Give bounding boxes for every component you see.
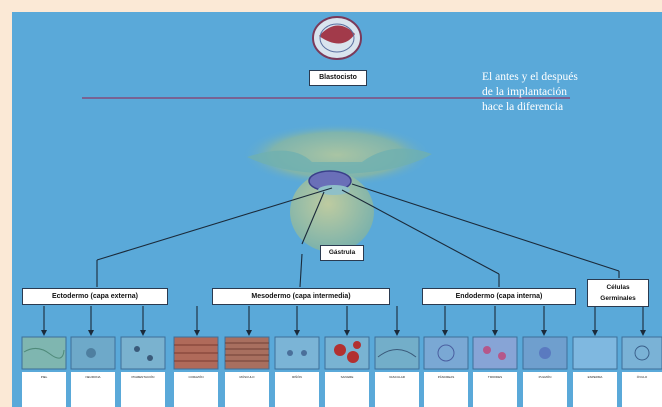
endoderm-label: Endodermo (capa interna): [422, 288, 576, 305]
tissue-label: ESPERMA: [573, 372, 617, 407]
tissue-label: SANGRE: [325, 372, 369, 407]
connector-lines: [96, 183, 620, 288]
mesoderm-label: Mesodermo (capa intermedia): [212, 288, 390, 305]
germ-cells-label: Células Germinales: [587, 279, 649, 307]
germ-cells-line-1: Células: [606, 284, 630, 291]
branch-lines: [43, 306, 644, 334]
gastrula-label: Gástrula: [320, 245, 364, 261]
tissue-label: TIROIDES: [473, 372, 517, 407]
embryo-image: [242, 123, 432, 252]
tissue-label: PIGMENTACIÓN: [121, 372, 165, 407]
arrowheads: [41, 330, 646, 336]
tissue-label: VASCULAR: [375, 372, 419, 407]
tissue-label: PÁNCREAS: [424, 372, 468, 407]
tissue-label: PIEL: [22, 372, 66, 407]
blastocyst-image: [312, 16, 362, 60]
note-line-3: hace la diferencia: [482, 101, 564, 113]
implantation-note: El antes y el después de la implantación…: [482, 70, 578, 115]
tissue-label: PULMÓN: [523, 372, 567, 407]
tissue-label: CORAZÓN: [174, 372, 218, 407]
ectoderm-label: Ectodermo (capa externa): [22, 288, 168, 305]
tissue-label: NEURONA: [71, 372, 115, 407]
germ-cells-line-2: Germinales: [600, 295, 636, 302]
note-line-1: El antes y el después: [482, 71, 578, 83]
tissue-label: RIÑÓN: [275, 372, 319, 407]
note-line-2: de la implantación: [482, 86, 567, 98]
diagram-panel: Blastocisto El antes y el después de la …: [12, 12, 662, 407]
blastocyst-label: Blastocisto: [309, 70, 367, 86]
tissue-thumbnails: [21, 336, 662, 370]
diagram-graphics: [21, 16, 662, 370]
tissue-label: MÚSCULO: [225, 372, 269, 407]
tissue-label: ÓVULO: [622, 372, 662, 407]
